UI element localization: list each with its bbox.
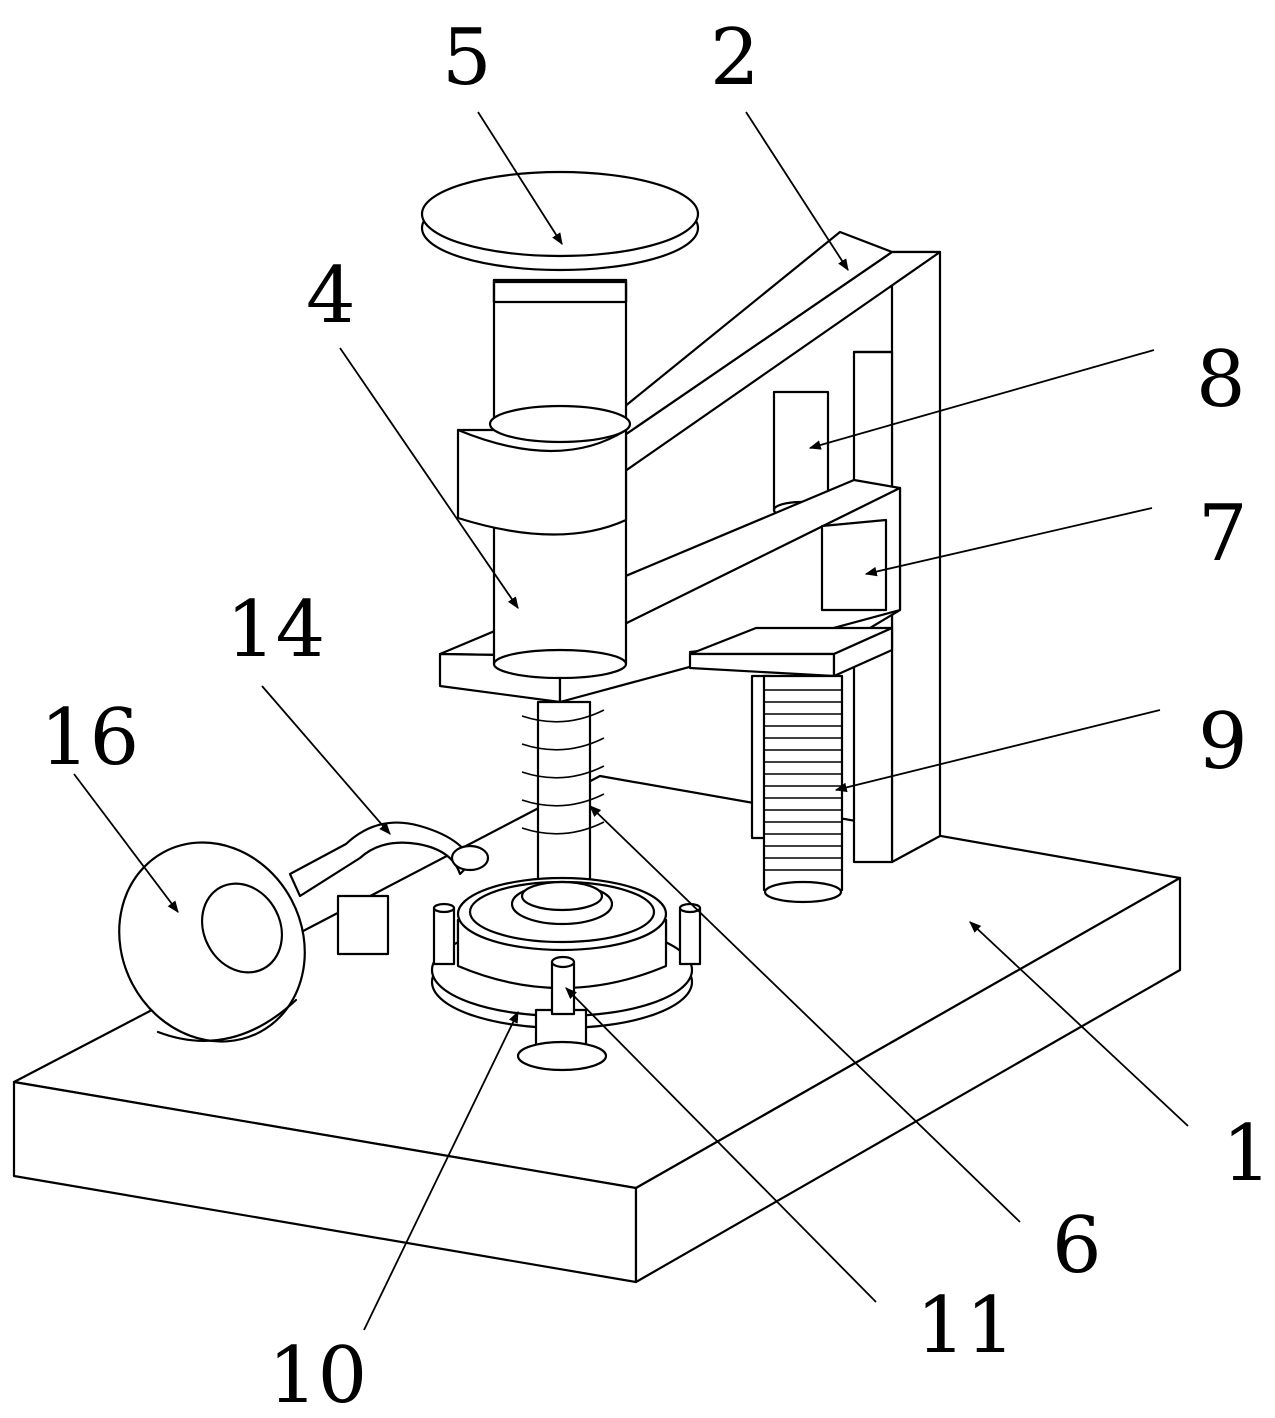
rotary-seat <box>430 876 694 1072</box>
label-6: 6 <box>1052 1201 1102 1291</box>
reference-numerals: 5 2 4 8 7 14 16 9 1 6 11 10 <box>40 13 1272 1418</box>
leader-9 <box>834 709 1161 793</box>
label-11: 11 <box>916 1281 1015 1371</box>
label-5: 5 <box>442 13 492 103</box>
label-14: 14 <box>226 585 325 675</box>
label-8: 8 <box>1196 335 1246 425</box>
leader-11 <box>565 987 877 1303</box>
label-4: 4 <box>306 251 356 341</box>
leader-16 <box>73 773 179 913</box>
leader-5 <box>477 111 563 246</box>
handle-disc <box>420 170 700 304</box>
label-9: 9 <box>1198 697 1248 787</box>
spring-9 <box>762 674 844 904</box>
leader-2 <box>745 111 849 272</box>
label-10: 10 <box>268 1331 367 1418</box>
label-1: 1 <box>1222 1109 1272 1199</box>
leader-4 <box>339 347 519 609</box>
spring-bracket <box>688 626 894 840</box>
label-16: 16 <box>40 693 139 783</box>
label-7: 7 <box>1198 489 1248 579</box>
leader-10 <box>363 1010 519 1331</box>
leader-14 <box>261 685 391 835</box>
leader-7 <box>864 507 1153 577</box>
funnel <box>118 841 306 1043</box>
cylinder <box>456 278 632 680</box>
label-2: 2 <box>710 13 760 103</box>
leader-lines <box>73 111 1189 1331</box>
leader-8 <box>808 349 1155 450</box>
bent-pipe <box>288 821 490 956</box>
leader-6 <box>589 805 1021 1223</box>
spring-coils <box>764 689 842 871</box>
leader-1 <box>969 921 1189 1127</box>
